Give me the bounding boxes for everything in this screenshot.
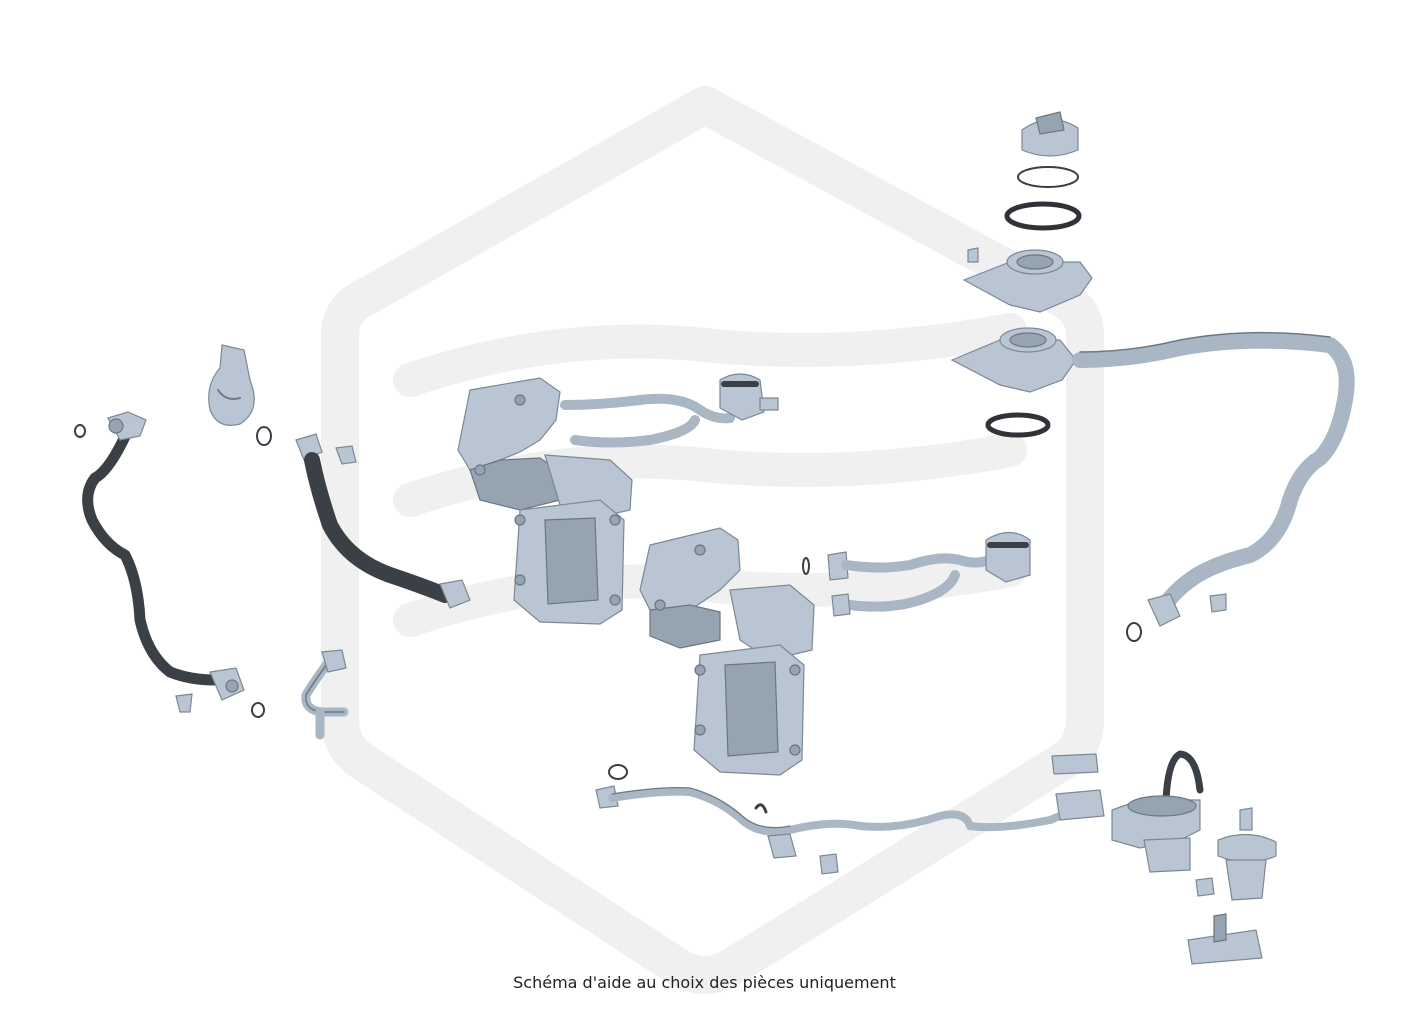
hose-clamp-bracket xyxy=(208,344,272,446)
coolant-module-lower xyxy=(639,527,815,776)
module-upper-pipe xyxy=(560,373,779,448)
valve-cluster xyxy=(1111,750,1277,965)
right-coolant-hose xyxy=(950,327,1355,642)
diagram-caption: Schéma d'aide au choix des pièces unique… xyxy=(513,973,896,992)
middle-left-hose xyxy=(295,433,471,609)
left-coolant-hose xyxy=(74,411,265,718)
bottom-metal-pipe xyxy=(595,753,1105,875)
expansion-tank-cap-assembly xyxy=(962,111,1093,313)
module-lower-pipe xyxy=(802,531,1031,617)
coolant-module-upper xyxy=(457,377,633,625)
small-bent-pipe xyxy=(301,649,349,740)
